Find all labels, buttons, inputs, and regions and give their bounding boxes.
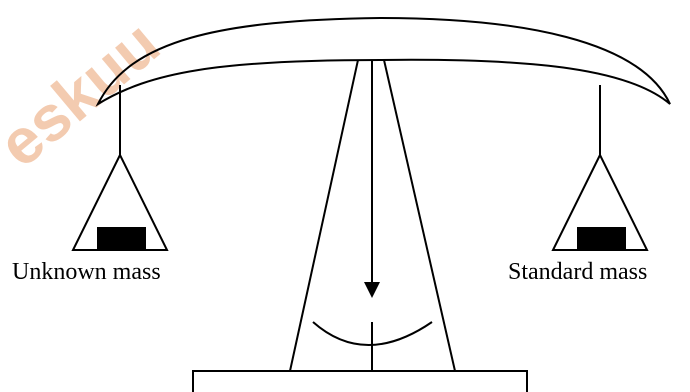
pillar-right-edge <box>383 59 456 372</box>
watermark: eskuu <box>0 7 173 181</box>
unknown-mass-label: Unknown mass <box>12 259 161 285</box>
pointer-arrowhead <box>364 282 380 298</box>
standard-mass-block <box>577 227 626 250</box>
standard-mass-label: Standard mass <box>508 259 647 285</box>
pillar-left-edge <box>289 59 359 372</box>
balance-beam <box>95 16 671 107</box>
scale-arc <box>312 321 433 346</box>
balance-base <box>192 370 528 392</box>
unknown-mass-block <box>97 227 146 250</box>
